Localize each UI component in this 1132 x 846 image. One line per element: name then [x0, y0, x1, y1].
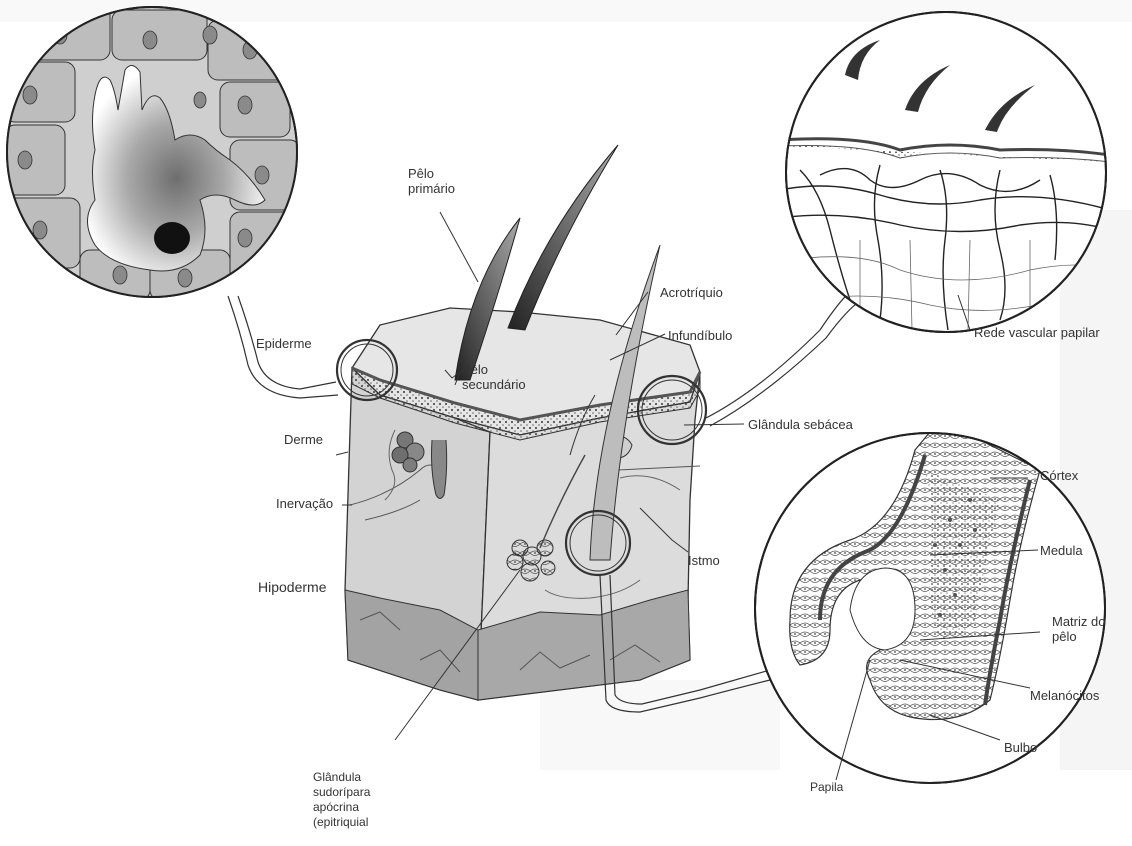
vascular-network-zoom [780, 12, 1110, 332]
label-papila: Papila [810, 780, 843, 795]
label-rede-vascular-papilar: Rede vascular papilar [974, 325, 1100, 340]
label-bulbo: Bulbo [1004, 740, 1037, 755]
label-pelo-secundario: Pêlo secundário [462, 362, 542, 392]
label-inervacao: Inervação [276, 496, 333, 511]
label-pelo-primario: Pêlo primário [408, 166, 468, 196]
label-glandula-sebacea: Glândula sebácea [748, 417, 853, 432]
label-matriz-do-pelo: Matriz do pêlo [1052, 614, 1112, 644]
label-epiderme: Epiderme [256, 336, 312, 351]
label-istmo: Istmo [688, 553, 720, 568]
label-glandula-sudoripara: Glândula sudorípara apócrina (epitriquia… [313, 770, 403, 830]
label-infundibulo: Infundíbulo [668, 328, 732, 343]
label-acrotriquio: Acrotríquio [660, 285, 723, 300]
label-medula: Medula [1040, 543, 1083, 558]
melanocyte-zoom [5, 5, 300, 300]
label-melanocitos: Melanócitos [1030, 688, 1099, 703]
label-hipoderme: Hipoderme [258, 580, 326, 595]
label-cortex: Córtex [1040, 468, 1078, 483]
label-derme: Derme [284, 432, 323, 447]
